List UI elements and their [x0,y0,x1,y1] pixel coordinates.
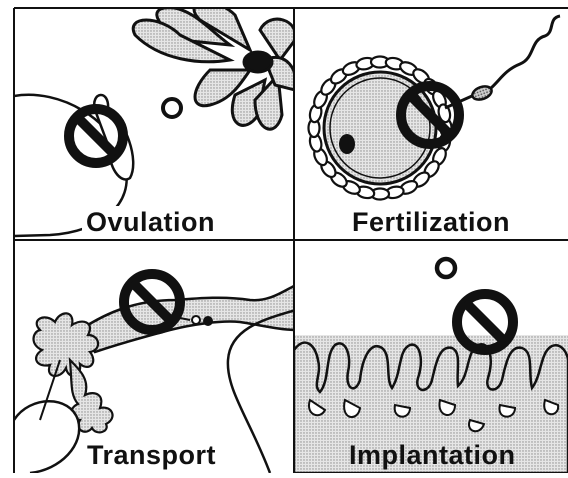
uterus-edge [228,310,296,473]
ovulation-panel [14,2,296,236]
egg-in-transit [203,316,213,326]
released-egg [163,99,181,117]
ovulation-label: Ovulation [86,207,215,238]
fimbriae-illustration [133,2,296,129]
fallopian-tube [80,285,296,352]
transport-label: Transport [87,440,216,471]
blastocyst [437,259,455,277]
sperm-illustration [445,16,560,108]
egg-nucleus [339,134,355,154]
ovary-shape [14,401,79,473]
fertilization-label: Fertilization [352,207,510,238]
fertilization-panel [308,16,560,200]
implantation-label: Implantation [349,440,516,471]
